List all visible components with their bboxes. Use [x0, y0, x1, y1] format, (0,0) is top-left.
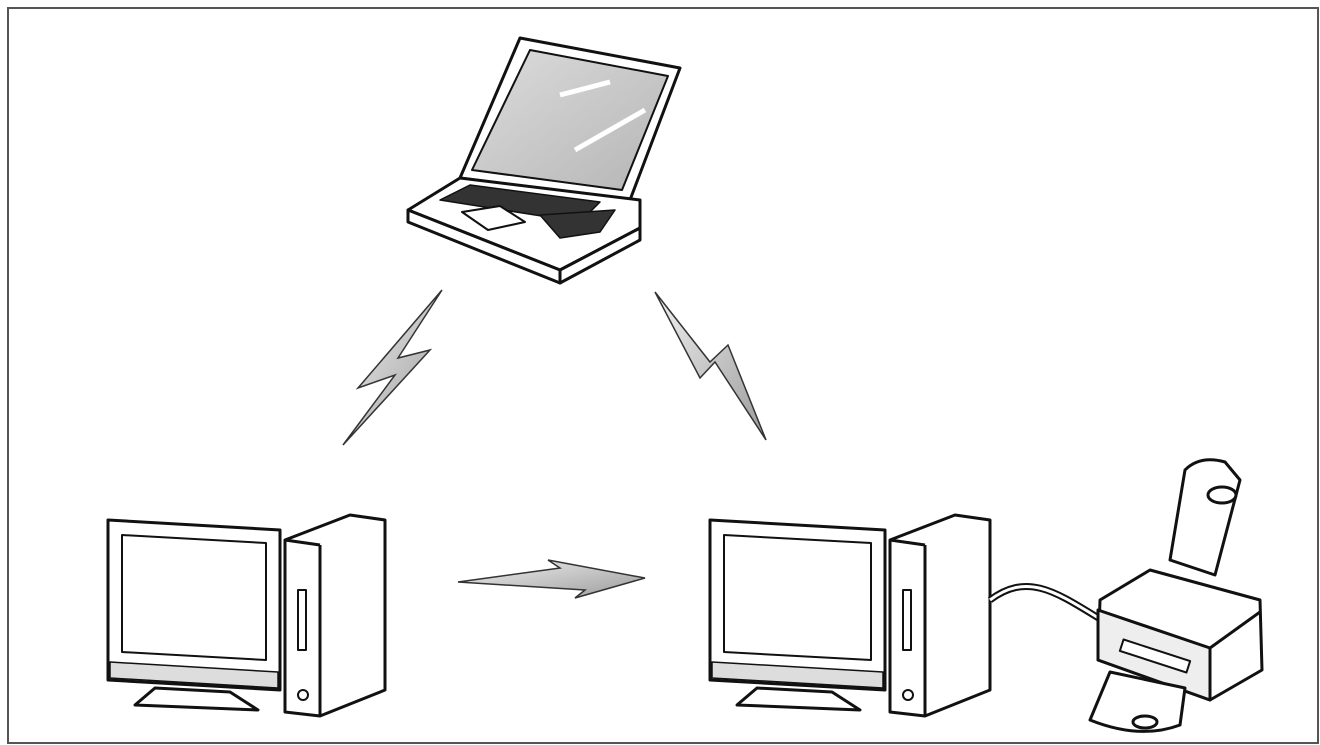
desktop-computer-icon: [708, 513, 992, 718]
laptop-icon: [406, 36, 682, 285]
wireless-lightning-icon: [457, 559, 646, 599]
desktop-computer-icon: [106, 513, 387, 718]
wireless-lightning-icon: [342, 289, 443, 446]
wireless-lightning-icon: [654, 291, 767, 441]
printer-icon: [1088, 458, 1264, 733]
